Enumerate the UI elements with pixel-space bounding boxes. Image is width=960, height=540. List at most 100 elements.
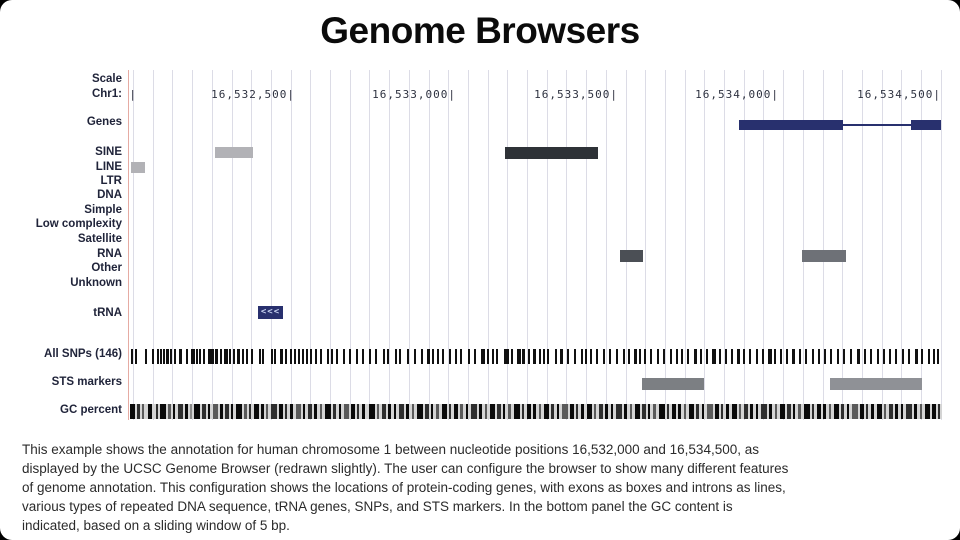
snp-tick <box>327 349 329 364</box>
gridline <box>566 70 568 420</box>
gc-segment <box>798 404 801 419</box>
snp-tick <box>877 349 879 364</box>
snp-tick <box>644 349 646 364</box>
gc-segment <box>194 404 200 419</box>
gridline <box>330 70 331 420</box>
gridline <box>940 70 942 420</box>
track-label-sts-markers: STS markers <box>51 376 122 388</box>
track-label-unknown: Unknown <box>70 277 122 289</box>
gc-segment <box>485 404 487 419</box>
snp-tick <box>170 349 172 364</box>
snp-tick <box>511 349 513 364</box>
gc-segment <box>544 404 549 419</box>
gc-segment <box>866 404 868 419</box>
snp-tick <box>432 349 434 364</box>
snp-tick <box>242 349 244 364</box>
snp-tick <box>850 349 852 364</box>
gc-segment <box>761 404 767 419</box>
snp-tick <box>837 349 839 364</box>
snp-tick <box>285 349 287 364</box>
snp-tick <box>208 349 214 364</box>
snp-tick <box>395 349 397 364</box>
gc-segment <box>466 404 468 419</box>
gc-segment <box>137 404 140 419</box>
track-label-genes: Genes <box>86 116 122 128</box>
track-label-rna: RNA <box>97 248 122 260</box>
ruler-tick-label: | <box>129 88 137 101</box>
gc-segment <box>168 404 171 419</box>
snp-tick <box>460 349 462 364</box>
caption-line: displayed by the UCSC Genome Browser (re… <box>22 461 789 476</box>
gc-segment <box>308 404 312 419</box>
snp-tick <box>356 349 358 364</box>
snp-tick <box>830 349 832 364</box>
snp-tick <box>539 349 541 364</box>
gc-segment <box>587 404 592 419</box>
gridline <box>625 70 627 420</box>
snp-tick <box>229 349 231 364</box>
snp-tick <box>375 349 377 364</box>
snp-tick <box>246 349 248 364</box>
gc-segment <box>707 404 713 419</box>
snp-tick <box>474 349 476 364</box>
gc-segment <box>148 404 152 419</box>
gridline <box>901 70 903 420</box>
gc-segment <box>616 404 622 419</box>
snp-tick <box>302 349 304 364</box>
snp-tick <box>224 349 228 364</box>
track-label-chr1-: Chr1: <box>91 88 122 100</box>
gridline <box>724 70 725 420</box>
snp-tick <box>362 349 364 364</box>
gc-segment <box>314 404 317 419</box>
gc-segment <box>533 404 536 419</box>
snp-tick <box>274 349 276 364</box>
gridline <box>743 70 745 420</box>
gc-segment <box>925 404 930 419</box>
figure-caption: This example shows the annotation for hu… <box>22 440 948 535</box>
gc-segment <box>320 404 322 419</box>
gridline <box>645 70 647 420</box>
snp-tick <box>547 349 549 364</box>
track-label-all-snps-146-: All SNPs (146) <box>44 348 122 360</box>
gc-segment <box>325 404 331 419</box>
gc-segment <box>793 404 795 419</box>
gc-segment <box>829 404 831 419</box>
gc-segment <box>775 404 777 419</box>
track-label-other: Other <box>91 262 122 274</box>
track-label-sine: SINE <box>95 146 122 158</box>
track-label-scale: Scale <box>91 73 122 85</box>
gc-segment <box>178 404 183 419</box>
trna-gene-box: <<< <box>258 306 283 319</box>
snp-tick <box>427 349 430 364</box>
sts-marker-box <box>642 378 704 390</box>
gc-segment <box>901 404 903 419</box>
snp-tick <box>616 349 618 364</box>
track-label-low-complexity: Low complexity <box>35 218 122 230</box>
snp-tick <box>928 349 930 364</box>
gc-segment <box>296 404 301 419</box>
snp-tick <box>799 349 801 364</box>
gc-segment <box>290 404 293 419</box>
track-label-dna: DNA <box>97 189 122 201</box>
snp-tick <box>271 349 273 364</box>
snp-tick <box>706 349 708 364</box>
snp-tick <box>663 349 665 364</box>
snp-tick <box>349 349 351 364</box>
snp-tick <box>481 349 485 364</box>
gc-segment <box>185 404 188 419</box>
gc-segment <box>787 404 791 419</box>
ruler-tick-label: 16,533,500| <box>534 88 618 101</box>
gridline <box>507 70 509 420</box>
gc-segment <box>357 404 359 419</box>
gc-segment <box>739 404 741 419</box>
gc-segment <box>449 404 451 419</box>
snp-tick <box>290 349 292 364</box>
gc-segment <box>202 404 206 419</box>
snp-tick <box>725 349 727 364</box>
gc-segment <box>895 404 898 419</box>
snp-tick <box>676 349 678 364</box>
gc-segment <box>490 404 495 419</box>
snp-tick <box>487 349 489 364</box>
gridline <box>172 70 174 420</box>
gc-segment <box>231 404 233 419</box>
